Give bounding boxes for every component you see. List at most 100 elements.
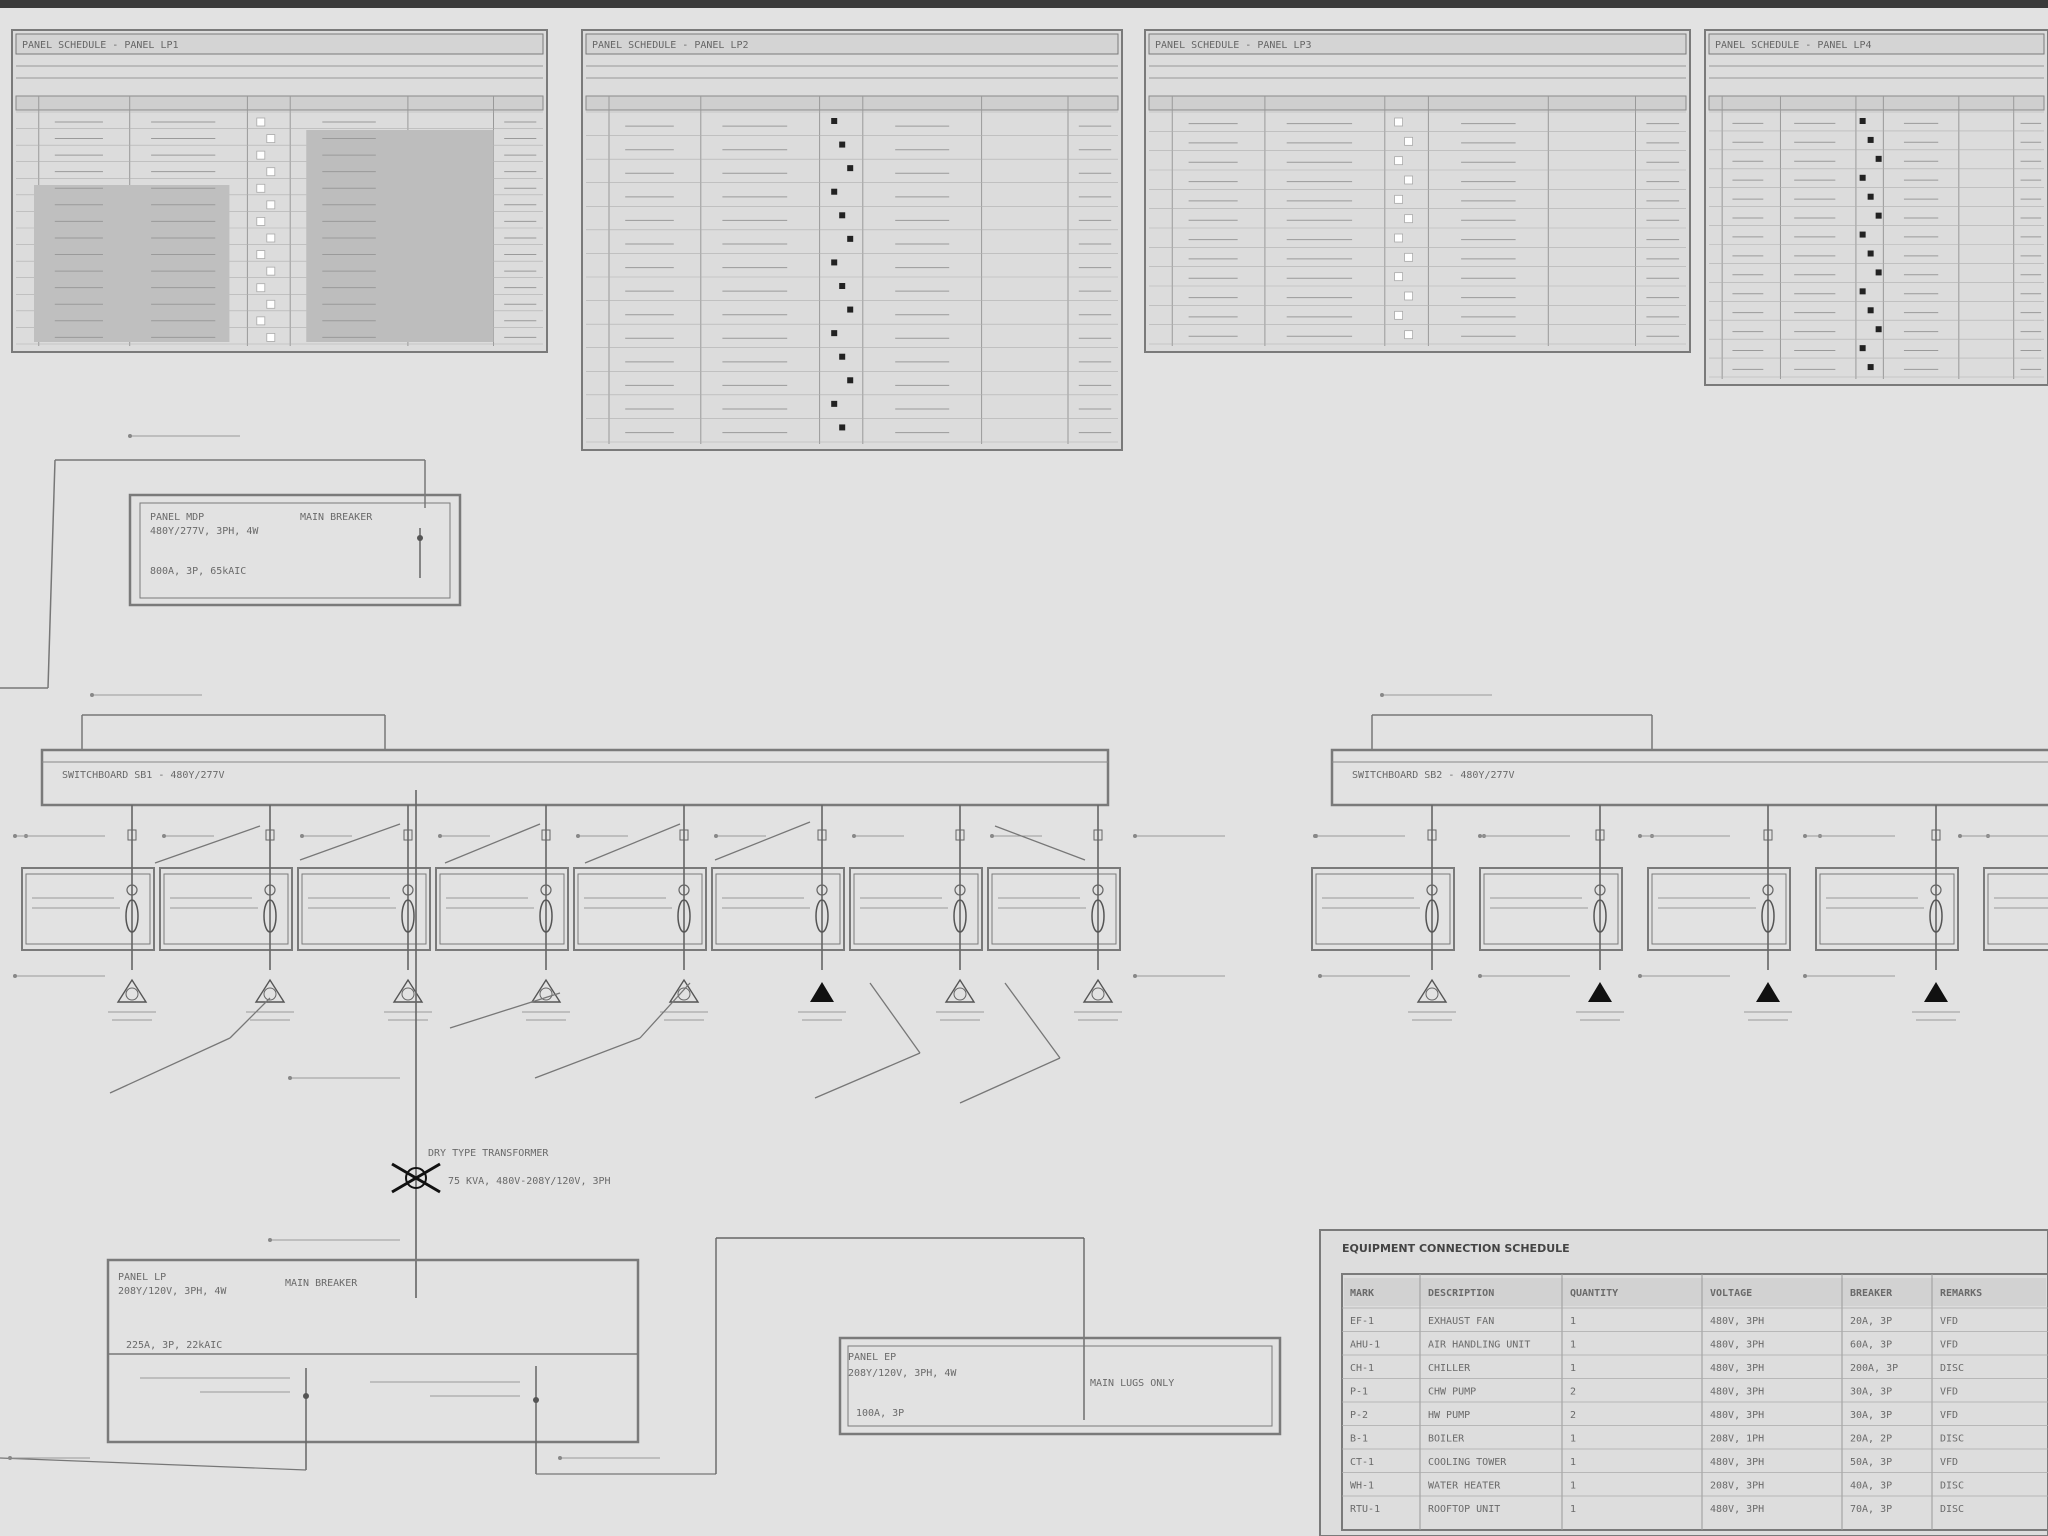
breaker-icon	[679, 829, 689, 841]
load-icon-ring	[539, 987, 553, 1001]
fuse-icon	[401, 899, 415, 933]
phase-mark	[1394, 156, 1403, 166]
panel-board-inner	[139, 502, 451, 599]
leader-dot	[1318, 974, 1322, 978]
phase-mark	[256, 283, 266, 293]
breaker-icon	[265, 829, 275, 841]
leader-dot	[558, 1456, 562, 1460]
breaker-icon	[127, 829, 137, 841]
load-icon	[254, 978, 286, 1003]
feeder-breaker-inner	[1651, 873, 1787, 945]
equipment-table-cell: DISC	[1940, 1504, 1964, 1515]
phase-mark	[1867, 136, 1874, 143]
feeder-section	[297, 805, 432, 1021]
panel-schedule-table: PANEL SCHEDULE - PANEL LP3	[1144, 29, 1691, 353]
feeder-breaker-cell	[297, 867, 431, 951]
leader-dot	[438, 834, 442, 838]
feeder-breaker-inner	[439, 873, 565, 945]
equipment-table-cell: 40A, 3P	[1850, 1481, 1892, 1492]
panel-schedule-header	[15, 33, 544, 55]
panel-schedule-title: PANEL SCHEDULE - PANEL LP4	[1715, 40, 1872, 51]
equipment-table-cell: DISC	[1940, 1434, 1964, 1445]
panel-schedule-table: PANEL SCHEDULE - PANEL LP4	[1704, 29, 2048, 386]
equipment-table-cell: 480V, 3PH	[1710, 1504, 1764, 1515]
disconnect-icon	[1762, 884, 1774, 896]
panel-schedule-header	[585, 33, 1119, 55]
disconnect-icon	[540, 884, 552, 896]
equipment-table-cell: P-2	[1350, 1410, 1368, 1421]
electrical-single-line-diagram: PANEL SCHEDULE - PANEL LP1 PANEL SCHEDULE…	[0, 29, 2048, 1536]
equipment-table-cell: 50A, 3P	[1850, 1457, 1892, 1468]
equipment-table-cell: 2	[1570, 1410, 1576, 1421]
feeder-breaker-cell	[1647, 867, 1791, 951]
load-icon	[392, 978, 424, 1003]
equipment-table-cell: 208V, 3PH	[1710, 1481, 1764, 1492]
phase-mark	[831, 330, 838, 337]
phase-mark	[256, 316, 266, 326]
shaded-block	[306, 130, 494, 342]
equipment-table-cell: 1	[1570, 1504, 1576, 1515]
disconnect-icon	[954, 884, 966, 896]
panel-schedule-title: PANEL SCHEDULE - PANEL LP1	[22, 40, 179, 51]
transformer-core-icon	[405, 1167, 427, 1189]
leader-dot	[1313, 834, 1317, 838]
motor-load-icon	[1588, 982, 1612, 1002]
equipment-table-cell: CH-1	[1350, 1363, 1374, 1374]
phase-mark	[1867, 193, 1874, 200]
phase-mark	[1404, 252, 1413, 262]
equipment-table-cell: 480V, 3PH	[1710, 1316, 1764, 1327]
phase-mark	[256, 117, 266, 127]
wire	[994, 825, 1086, 861]
feeder-breaker-inner	[25, 873, 151, 945]
phase-mark	[839, 212, 846, 219]
phase-mark	[1867, 250, 1874, 257]
phase-mark	[1394, 194, 1403, 204]
phase-mark	[1875, 326, 1882, 333]
load-icon-ring	[125, 987, 139, 1001]
motor-load-icon	[810, 982, 834, 1002]
phase-mark	[266, 167, 276, 177]
feeder-breaker-inner	[163, 873, 289, 945]
switchboard-1-leaders	[13, 821, 2048, 1104]
disconnect-icon	[1594, 884, 1606, 896]
phase-mark	[831, 400, 838, 407]
phase-mark	[266, 200, 276, 210]
equipment-table-cell: 480V, 3PH	[1710, 1363, 1764, 1374]
feeder-breaker-cell	[1479, 867, 1623, 951]
panel-board-frame	[106, 1258, 640, 1444]
leader-dot	[1380, 693, 1384, 697]
feeder-breaker-cell	[1311, 867, 1455, 951]
leader-dot	[300, 834, 304, 838]
switchboard: SWITCHBOARD SB1 - 480Y/277V	[21, 693, 1122, 1021]
phase-mark	[831, 118, 838, 124]
fuse-icon	[1091, 899, 1105, 933]
wire	[154, 825, 261, 864]
disconnect-icon	[126, 884, 138, 896]
breaker-icon	[1427, 829, 1437, 841]
switchboard-title: SWITCHBOARD SB1 - 480Y/277V	[62, 770, 225, 781]
phase-mark	[839, 353, 846, 360]
equipment-table-cell: 70A, 3P	[1850, 1504, 1892, 1515]
equipment-table-column-header: VOLTAGE	[1710, 1288, 1752, 1299]
phase-mark	[1867, 307, 1874, 314]
breaker-icon	[1931, 829, 1941, 841]
wire	[444, 823, 541, 864]
switchboard-bus	[40, 748, 1110, 807]
phase-mark	[1867, 364, 1874, 371]
transformer-rating: 75 KVA, 480V-208Y/120V, 3PH	[448, 1176, 611, 1187]
panel-schedule-column-header	[585, 95, 1119, 111]
panel-schedule-table: PANEL SCHEDULE - PANEL LP2	[581, 29, 1123, 451]
breaker-icon	[817, 829, 827, 841]
equipment-table-cell: VFD	[1940, 1410, 1958, 1421]
phase-mark	[847, 377, 854, 384]
breaker-icon	[955, 829, 965, 841]
panel-board-frame	[128, 493, 462, 607]
breaker-icon	[1595, 829, 1605, 841]
disconnect-icon	[678, 884, 690, 896]
panel-schedule-title: PANEL SCHEDULE - PANEL LP2	[592, 40, 749, 51]
equipment-table-cell: 480V, 3PH	[1710, 1410, 1764, 1421]
equipment-table-cell: 480V, 3PH	[1710, 1387, 1764, 1398]
